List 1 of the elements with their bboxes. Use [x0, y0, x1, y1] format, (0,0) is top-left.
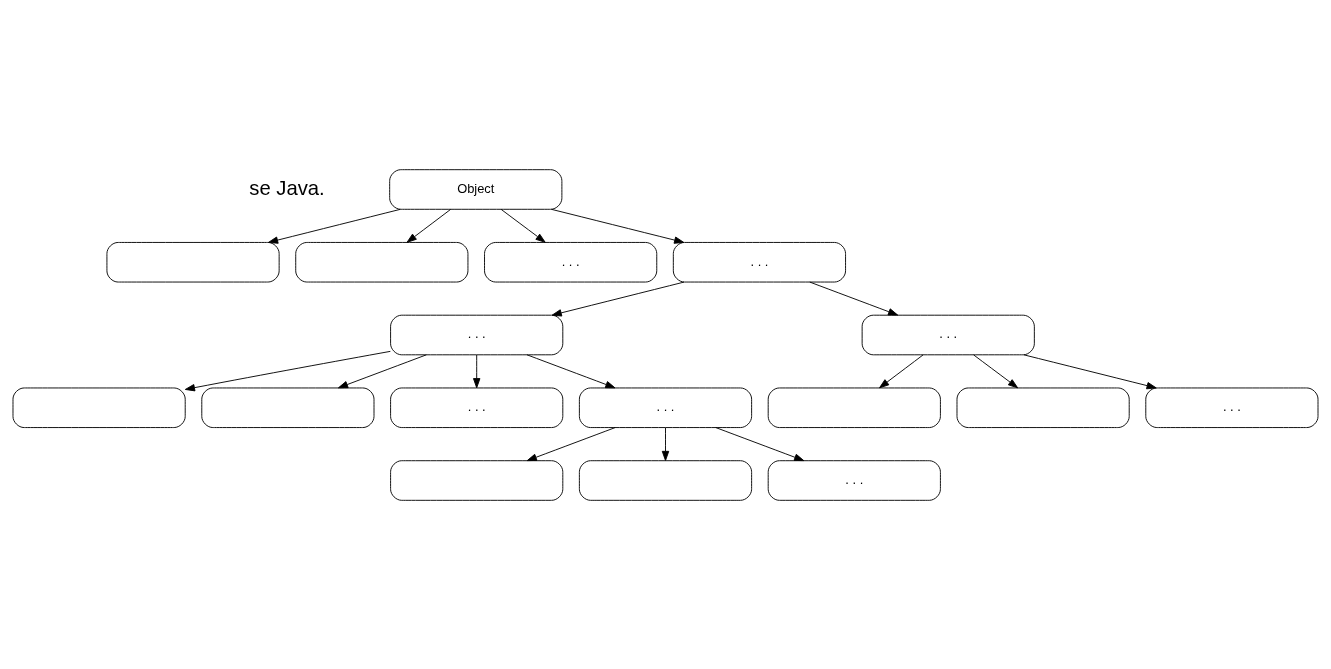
label: se Java. — [249, 176, 325, 199]
